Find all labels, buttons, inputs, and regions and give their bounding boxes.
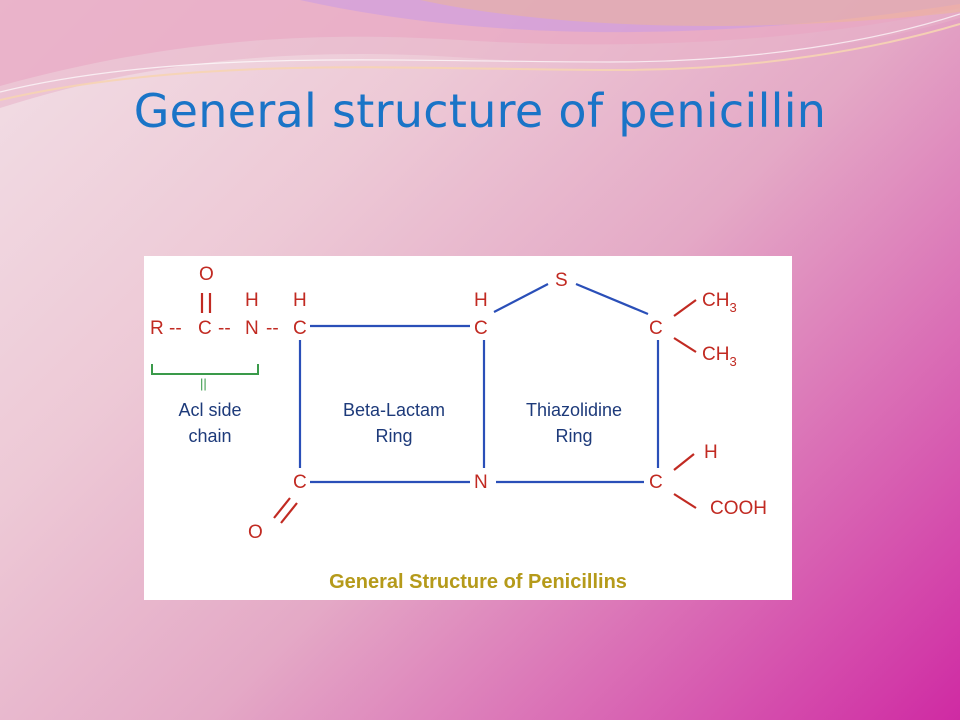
- header-wave-decoration: [0, 0, 960, 108]
- atom-c-carbonyl: C: [198, 318, 212, 339]
- atom-cooh: COOH: [710, 498, 767, 519]
- atom-c4: C: [649, 472, 663, 493]
- atom-c2: C: [474, 318, 488, 339]
- penicillin-structure-diagram: || O H H R -- C -- N -- C H C S C CH3 CH…: [150, 264, 767, 593]
- atom-ch3-b: CH3: [702, 344, 737, 369]
- atom-h-c2: H: [474, 290, 488, 311]
- bond-s-c3: [575, 282, 649, 316]
- label-thiazolidine-line2: Ring: [555, 426, 592, 446]
- atom-o-top: O: [199, 264, 214, 285]
- label-side-chain-line1: Acl side: [178, 400, 241, 420]
- atom-c3: C: [649, 318, 663, 339]
- bond-c2-s: [493, 283, 549, 313]
- bond-dash-1: --: [169, 318, 182, 339]
- atom-h-amide: H: [245, 290, 259, 311]
- atom-h-c5: H: [704, 442, 718, 463]
- atom-r: R: [150, 318, 164, 339]
- bond-lactam-double-b: [280, 502, 298, 524]
- label-thiazolidine-line1: Thiazolidine: [526, 400, 622, 420]
- side-chain-brace: [151, 364, 259, 375]
- label-side-chain-line2: chain: [188, 426, 231, 446]
- atom-s: S: [555, 270, 568, 291]
- label-beta-lactam-line1: Beta-Lactam: [343, 400, 445, 420]
- bond-lactam-double-a: [273, 497, 291, 519]
- atom-c5: C: [293, 472, 307, 493]
- bond-c4-h: [673, 453, 695, 471]
- atom-o-lactam: O: [248, 522, 263, 543]
- atom-h-c1: H: [293, 290, 307, 311]
- atom-n-amide: N: [245, 318, 259, 339]
- bond-c3-ch3b: [673, 337, 697, 353]
- atom-n-ring: N: [474, 472, 488, 493]
- atom-c1: C: [293, 318, 307, 339]
- label-beta-lactam-line2: Ring: [375, 426, 412, 446]
- bond-dash-2: --: [218, 318, 231, 339]
- penicillin-structure-figure: || O H H R -- C -- N -- C H C S C CH3 CH…: [144, 256, 792, 600]
- slide-title: General structure of penicillin: [133, 84, 827, 138]
- bond-c3-ch3a: [673, 299, 697, 317]
- bond-dash-3: --: [266, 318, 279, 339]
- brace-mark: ||: [200, 376, 207, 391]
- bond-c4-cooh: [673, 493, 697, 509]
- figure-caption: General Structure of Penicillins: [329, 571, 627, 593]
- atom-ch3-a: CH3: [702, 290, 737, 315]
